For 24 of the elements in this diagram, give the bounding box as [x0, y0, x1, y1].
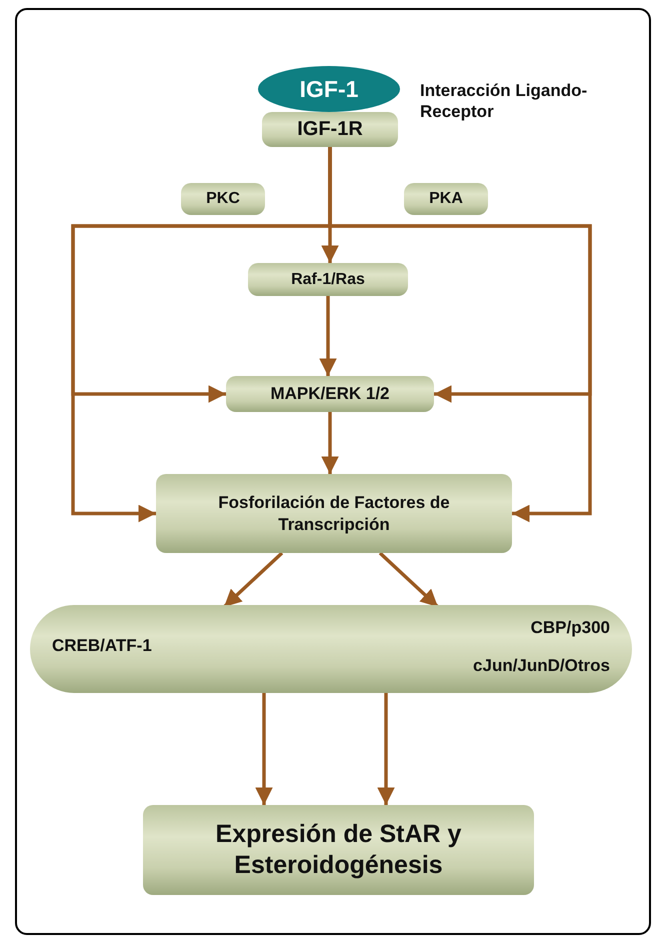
arrow [377, 693, 395, 805]
process-box [248, 263, 408, 296]
arrow [255, 693, 273, 805]
process-box [143, 805, 534, 895]
node-label: MAPK/ERK 1/2 [270, 383, 390, 405]
node-label: PKC [206, 189, 240, 209]
process-box [181, 183, 265, 215]
process-box [156, 474, 512, 553]
node-label: Fosforilación de Factores de Transcripción [217, 492, 451, 535]
node-label: Raf-1/Ras [291, 270, 365, 290]
arrow [321, 412, 339, 474]
node-label: cJun/JunD/Otros [473, 655, 610, 676]
node-label: Expresión de StAR y Esteroidogénesis [214, 818, 462, 881]
process-box [262, 112, 398, 147]
node-label: CREB/ATF-1 [52, 635, 152, 656]
process-box [404, 183, 488, 215]
process-box [226, 376, 434, 412]
node-label: IGF-1R [297, 117, 363, 142]
node-label: PKA [429, 189, 463, 209]
node-label: CBP/p300 [530, 617, 610, 638]
node-label: IGF-1 [300, 74, 358, 104]
arrow [328, 147, 592, 522]
annotation-text: Interacción Ligando-Receptor [420, 80, 588, 122]
arrow [319, 296, 337, 376]
